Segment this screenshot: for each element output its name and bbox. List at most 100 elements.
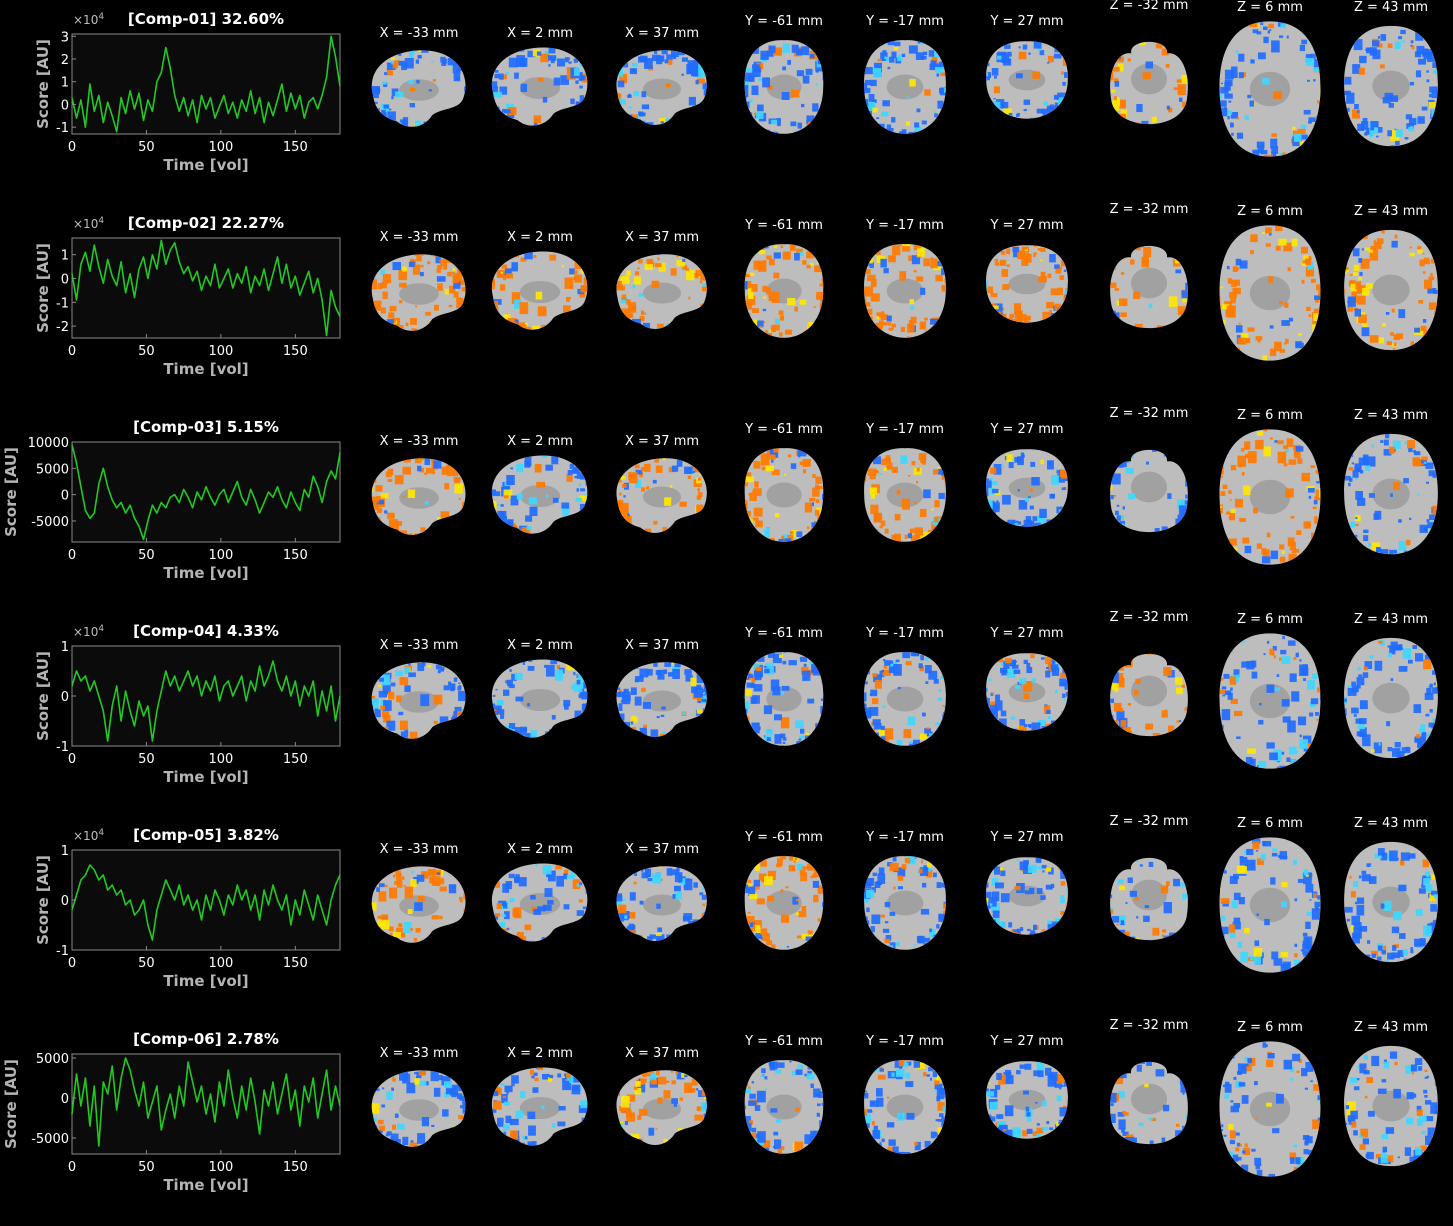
activation-blob: [591, 910, 596, 916]
activation-blob: [1137, 122, 1140, 125]
activation-blob: [1106, 82, 1109, 85]
activation-blob: [944, 132, 949, 136]
activation-blob: [506, 273, 513, 278]
brain-slice: [609, 861, 715, 949]
y-tick-label: 5000: [36, 1052, 69, 1067]
activation-blob: [654, 1149, 657, 1152]
activation-blob: [582, 98, 584, 101]
activation-blob: [447, 526, 451, 531]
activation-blob: [691, 930, 697, 936]
activation-blob: [1341, 471, 1345, 475]
activation-blob: [999, 856, 1002, 860]
activation-blob: [1298, 879, 1304, 883]
activation-blob: [452, 112, 460, 121]
activation-blob: [576, 318, 581, 322]
activation-blob: [431, 734, 439, 740]
activation-blob: [542, 943, 547, 948]
activation-blob: [373, 301, 382, 311]
activation-blob: [1028, 53, 1030, 55]
activation-blob: [621, 1096, 630, 1108]
brain-slice: [976, 649, 1078, 735]
activation-blob: [1044, 102, 1048, 106]
activation-blob: [748, 293, 754, 299]
activation-blob: [1167, 442, 1169, 444]
activation-blob: [892, 324, 896, 328]
activation-blob: [946, 864, 948, 866]
activation-blob: [1320, 697, 1323, 701]
x-tick-label: 150: [283, 1160, 308, 1175]
activation-blob: [805, 334, 814, 340]
activation-blob: [980, 49, 984, 53]
brain-slice: [735, 647, 833, 751]
activation-blob: [666, 935, 671, 938]
activation-blob: [1017, 929, 1021, 934]
activation-blob: [1380, 549, 1389, 557]
activation-blob: [702, 895, 707, 900]
activation-blob: [1350, 522, 1355, 528]
activation-blob: [525, 515, 532, 521]
activation-blob: [1038, 248, 1041, 251]
activation-blob: [1018, 521, 1021, 524]
activation-blob: [755, 671, 762, 680]
activation-blob: [1154, 335, 1160, 343]
activation-blob: [1433, 69, 1438, 74]
slice-label: X = -33 mm: [380, 842, 459, 857]
activation-blob: [516, 464, 523, 473]
activation-blob: [575, 113, 581, 117]
activation-blob: [676, 255, 678, 257]
activation-blob: [1300, 45, 1305, 51]
activation-blob: [642, 728, 647, 733]
activation-blob: [702, 1127, 705, 1131]
activation-blob: [466, 678, 475, 684]
activation-blob: [944, 88, 948, 93]
slice-label: Z = -32 mm: [1110, 406, 1189, 421]
activation-blob: [1378, 848, 1385, 856]
activation-blob: [1297, 677, 1300, 679]
activation-blob: [621, 722, 630, 731]
activation-blob: [591, 903, 599, 910]
activation-blob: [668, 672, 673, 676]
x-tick-label: 0: [68, 548, 76, 563]
activation-blob: [864, 119, 869, 124]
activation-blob: [1014, 933, 1017, 937]
activation-blob: [1320, 76, 1324, 80]
activation-blob: [1237, 338, 1246, 345]
activation-blob: [631, 1134, 639, 1142]
activation-blob: [1362, 734, 1371, 746]
activation-blob: [999, 727, 1002, 730]
activation-blob: [389, 888, 397, 899]
activation-blob: [1244, 928, 1250, 933]
activation-blob: [619, 714, 624, 721]
activation-blob: [1177, 932, 1184, 936]
activation-blob: [654, 458, 659, 463]
activation-blob: [641, 467, 644, 471]
activation-blob: [1431, 874, 1435, 880]
activation-blob: [439, 1148, 443, 1154]
activation-blob: [1277, 767, 1279, 770]
activation-blob: [1179, 442, 1183, 448]
activation-blob: [1121, 650, 1127, 658]
slice-label: Y = -61 mm: [745, 626, 823, 641]
activation-blob: [588, 1081, 596, 1090]
activation-blob: [1430, 904, 1437, 912]
activation-blob: [1058, 97, 1065, 106]
activation-blob: [576, 498, 582, 502]
activation-blob: [1221, 476, 1223, 478]
activation-blob: [710, 918, 718, 923]
activation-blob: [1273, 91, 1282, 99]
activation-blob: [402, 943, 410, 949]
activation-blob: [1303, 678, 1306, 681]
activation-blob: [800, 462, 804, 466]
activation-blob: [534, 737, 542, 742]
activation-blob: [695, 466, 700, 473]
activation-blob: [871, 926, 875, 932]
brain-slice: [1339, 838, 1443, 966]
activation-blob: [1153, 240, 1156, 243]
activation-blob: [1378, 641, 1382, 644]
activation-blob: [1268, 24, 1274, 29]
activation-blob: [1111, 327, 1115, 331]
activation-blob: [367, 1116, 370, 1118]
x-tick-label: 50: [138, 548, 155, 563]
activation-blob: [1111, 55, 1119, 61]
activation-blob: [402, 467, 411, 475]
